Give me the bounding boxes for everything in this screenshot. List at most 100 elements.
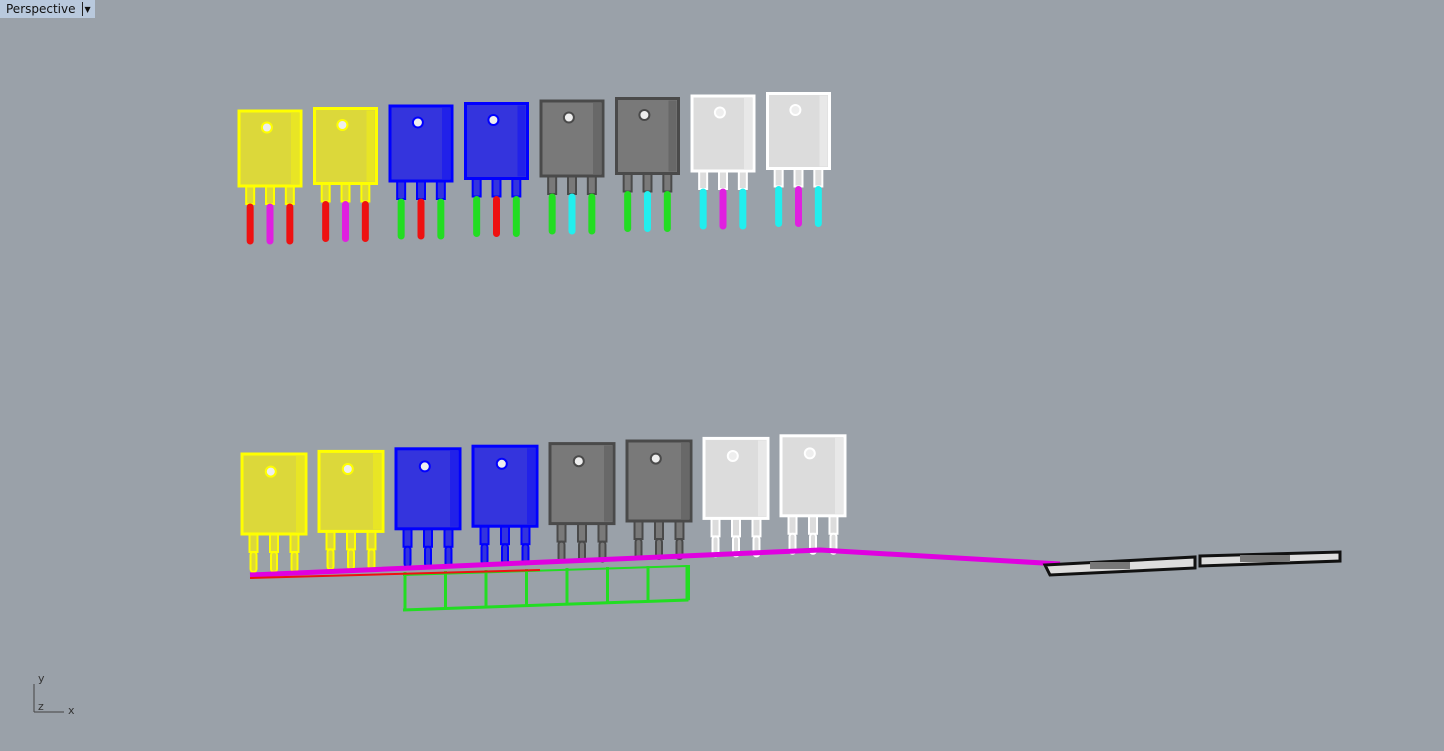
top-row-components: [237, 92, 831, 245]
lead: [814, 186, 822, 227]
lead-upper: [284, 185, 295, 205]
lead: [397, 198, 405, 240]
lead: [512, 196, 520, 237]
lead-upper: [787, 514, 798, 535]
lead-upper: [289, 533, 300, 553]
comb-top: [402, 565, 688, 576]
mount-hole-icon: [713, 106, 726, 119]
package-side: [291, 113, 299, 184]
lead: [246, 203, 254, 245]
lead: [286, 203, 294, 245]
lead: [699, 188, 707, 230]
mount-hole-icon: [495, 457, 508, 470]
lead-upper: [423, 527, 433, 548]
lead: [557, 540, 566, 563]
lead-upper: [710, 517, 721, 538]
lead-upper: [340, 182, 351, 203]
lead-upper: [479, 525, 490, 546]
mount-hole-icon: [726, 450, 739, 462]
lead: [719, 188, 727, 230]
lead: [367, 548, 376, 571]
mount-hole-icon: [803, 447, 816, 460]
axis-indicator: y z x: [24, 672, 84, 722]
lead-upper: [471, 177, 482, 198]
lead-upper: [346, 530, 356, 551]
dropdown-arrow-icon[interactable]: ▼: [84, 4, 91, 14]
lead-upper: [511, 177, 522, 198]
package-side: [517, 105, 526, 177]
viewport-tab[interactable]: Perspective ▼: [0, 0, 95, 18]
package-side: [819, 95, 828, 167]
lead-upper: [698, 170, 709, 190]
lead-upper: [520, 525, 531, 546]
lead-upper: [597, 522, 608, 543]
lead: [322, 201, 330, 242]
lead-upper: [556, 522, 567, 543]
mount-hole-icon: [264, 465, 277, 478]
lead-upper: [491, 177, 502, 198]
lead-upper: [828, 514, 839, 535]
lead-upper: [248, 533, 259, 553]
transistor-yellow: [317, 449, 385, 571]
lead: [548, 193, 556, 235]
lead: [473, 196, 481, 237]
package-body: [464, 102, 529, 180]
axis-x-label: x: [68, 704, 75, 717]
lead: [290, 551, 299, 573]
lead: [270, 551, 278, 573]
magenta-trace: [249, 547, 1061, 578]
lead: [775, 186, 783, 227]
package-side: [681, 443, 689, 519]
lead-upper: [662, 172, 673, 193]
lead: [480, 543, 489, 566]
package-side: [593, 103, 601, 174]
transistor-gray: [615, 97, 680, 232]
lead-upper: [325, 530, 336, 551]
lead-upper: [443, 527, 454, 548]
transistor-white: [702, 436, 770, 558]
package-side: [373, 453, 381, 530]
transistor-blue: [394, 447, 462, 568]
lead: [424, 545, 432, 568]
lead-upper: [793, 167, 804, 188]
package-side: [604, 445, 612, 522]
package-side: [442, 108, 450, 179]
lead: [347, 548, 355, 571]
lead-upper: [245, 185, 256, 205]
lead-upper: [402, 527, 413, 548]
mount-hole-icon: [260, 121, 273, 134]
green-comb: [402, 565, 690, 612]
transistor-yellow: [237, 109, 303, 245]
lead: [493, 196, 500, 237]
mount-hole-icon: [487, 114, 500, 126]
lead-upper: [547, 175, 558, 195]
lead-upper: [813, 167, 824, 188]
lead-upper: [366, 530, 377, 551]
lead-upper: [269, 533, 279, 553]
lead: [663, 191, 671, 232]
lead-upper: [360, 182, 371, 203]
lead-upper: [633, 520, 644, 540]
package-side: [296, 456, 304, 532]
lead-upper: [500, 525, 510, 546]
lead-upper: [567, 175, 577, 195]
lead: [361, 201, 369, 242]
lead: [644, 191, 651, 232]
lead-upper: [586, 175, 597, 195]
lead: [342, 201, 349, 242]
viewport-title: Perspective: [6, 2, 76, 16]
lead: [568, 193, 576, 235]
connector-part: [1042, 550, 1342, 577]
lead: [437, 198, 445, 240]
bottom-row-components: [240, 434, 847, 573]
lead-upper: [396, 180, 407, 200]
axis-z-label: z: [38, 700, 44, 713]
lead-upper: [773, 167, 784, 188]
lead-upper: [416, 180, 426, 200]
lead: [326, 548, 335, 571]
lead: [417, 198, 425, 240]
package-side: [450, 450, 458, 527]
mount-hole-icon: [336, 119, 349, 131]
lead: [588, 193, 596, 235]
